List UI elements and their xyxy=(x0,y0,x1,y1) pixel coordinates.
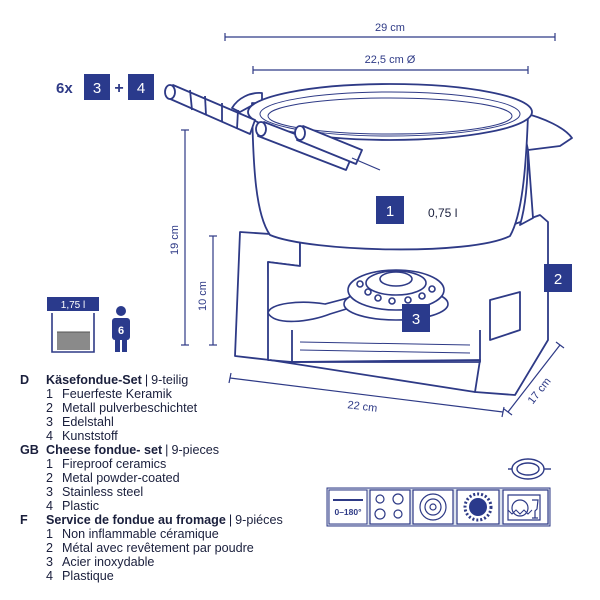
legend-item-label: Fireproof ceramics xyxy=(62,457,167,471)
language-code: F xyxy=(20,513,28,527)
legend-item-label: Plastique xyxy=(62,569,114,583)
legend-item-number: 1 xyxy=(46,527,54,541)
legend-item: 4 Kunststoff xyxy=(20,429,340,443)
legend-item-label: Metall pulverbeschichtet xyxy=(62,401,198,415)
dimension-base-depth xyxy=(503,341,565,416)
legend-item-number: 2 xyxy=(46,471,54,485)
set-title: Cheese fondue- set xyxy=(46,443,163,457)
title-separator: | xyxy=(144,373,149,387)
pot-volume-label: 0,75 l xyxy=(428,206,457,220)
halogen-hob-icon xyxy=(412,489,454,525)
temperature-0-180-icon xyxy=(328,489,368,525)
legend-item-number: 3 xyxy=(46,555,54,569)
legend-item: 4 Plastic xyxy=(20,499,340,513)
legend-item-label: Feuerfeste Keramik xyxy=(62,387,172,401)
legend-item-number: 3 xyxy=(46,415,54,429)
persons-count-label: 6 xyxy=(118,325,124,337)
badge-part-2 xyxy=(544,264,572,292)
pot-diameter-label: 22,5 cm Ø xyxy=(365,54,416,66)
legend-item-number: 1 xyxy=(46,387,54,401)
legend-item: 1 Fireproof ceramics xyxy=(20,457,340,471)
dishwasher-safe-icon xyxy=(502,489,549,525)
dimension-height-total xyxy=(181,129,189,346)
legend-item: 2 Métal avec revêtement par poudre xyxy=(20,541,340,555)
legend-item-number: 1 xyxy=(46,457,54,471)
height-total-label: 19 cm xyxy=(169,225,181,255)
legend-item: 2 Metall pulverbeschichtet xyxy=(20,401,340,415)
language-code: GB xyxy=(20,443,39,457)
temperature-label: 0–180° xyxy=(334,507,362,517)
legend-item-label: Acier inoxydable xyxy=(62,555,155,569)
usage-icons-strip: 0–180° xyxy=(326,487,551,527)
legend-item-label: Edelstahl xyxy=(62,415,114,429)
base-width-label: 22 cm xyxy=(347,399,378,415)
height-stand-label: 10 cm xyxy=(197,281,209,311)
badge-part-3 xyxy=(402,304,430,332)
capacity-volume-label: 1,75 l xyxy=(61,300,85,311)
legend-heading: F Service de fondue au fromage|9-piéces xyxy=(20,513,340,527)
legend-item-number: 4 xyxy=(46,429,54,443)
gas-hob-icon xyxy=(456,489,500,525)
badge-part-4 xyxy=(128,74,154,100)
badge-part-3-top-label: 3 xyxy=(93,80,101,97)
badge-part-3-label: 3 xyxy=(412,311,420,328)
badge-part-1 xyxy=(376,196,404,224)
top-view-pot-icon xyxy=(508,458,551,480)
legend-item-label: Kunststoff xyxy=(62,429,118,443)
legend-item: 3 Acier inoxydable xyxy=(20,555,340,569)
badge-part-2-label: 2 xyxy=(554,271,562,288)
plus-sign: + xyxy=(114,80,123,97)
legend-item-number: 4 xyxy=(46,569,54,583)
set-piece-count: 9-piéces xyxy=(235,513,283,527)
legend-item: 2 Metal powder-coated xyxy=(20,471,340,485)
set-piece-count: 9-pieces xyxy=(171,443,220,457)
legend-item: 4 Plastique xyxy=(20,569,340,583)
language-code: D xyxy=(20,373,30,387)
persons-icon xyxy=(112,306,130,352)
legend-item-label: Stainless steel xyxy=(62,485,144,499)
set-title: Service de fondue au fromage xyxy=(46,513,226,527)
set-piece-count: 9-teilig xyxy=(151,373,189,387)
legend-item-number: 2 xyxy=(46,401,54,415)
legend-heading: D Käsefondue-Set|9-teilig xyxy=(20,373,340,387)
legend-item-number: 3 xyxy=(46,485,54,499)
legend-item-number: 2 xyxy=(46,541,54,555)
legend-item-label: Metal powder-coated xyxy=(62,471,180,485)
dimension-height-stand xyxy=(209,235,217,346)
base-depth-label: 17 cm xyxy=(526,376,554,407)
set-title: Käsefondue-Set xyxy=(46,373,142,387)
electric-hob-icon xyxy=(369,489,411,525)
dimension-base-width xyxy=(228,372,505,418)
legend-item: 1 Non inflammable céramique xyxy=(20,527,340,541)
forks-quantity: 6x xyxy=(56,80,73,97)
legend-item-label: Non inflammable céramique xyxy=(62,527,219,541)
dimension-pot-diameter xyxy=(252,66,529,74)
title-separator: | xyxy=(165,443,169,457)
badge-part-1-label: 1 xyxy=(386,203,394,220)
fondue-pot xyxy=(231,83,573,251)
legend-item: 3 Stainless steel xyxy=(20,485,340,499)
title-separator: | xyxy=(228,513,233,527)
capacity-pot-icon xyxy=(47,297,99,353)
legend-item: 1 Feuerfeste Keramik xyxy=(20,387,340,401)
badge-part-3-top xyxy=(84,74,110,100)
dimension-width-total xyxy=(224,33,556,41)
width-total-label: 29 cm xyxy=(375,22,405,34)
legend-item-number: 4 xyxy=(46,499,54,513)
legend-item-label: Plastic xyxy=(62,499,100,513)
legend-item-label: Métal avec revêtement par poudre xyxy=(62,541,254,555)
legend-heading: GB Cheese fondue- set|9-pieces xyxy=(20,443,340,457)
badge-part-4-label: 4 xyxy=(137,80,145,97)
legend-item: 3 Edelstahl xyxy=(20,415,340,429)
fondue-forks xyxy=(164,84,381,171)
